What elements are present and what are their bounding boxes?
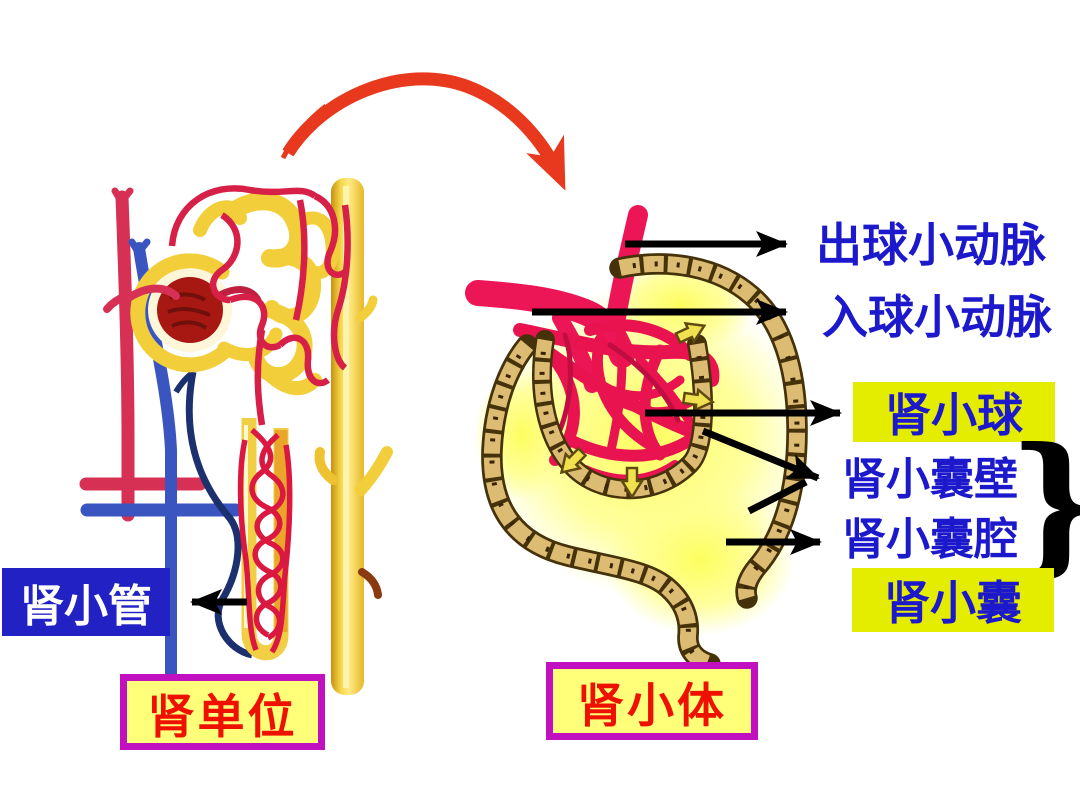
renal-artery [79,187,207,522]
capsule-wall-arrow [701,427,820,482]
label-capsule: 肾小囊 [852,568,1054,632]
label-efferent-arteriole: 出球小动脉 [816,219,1046,271]
curved-arrow-icon [280,72,566,191]
annotation-arrows [190,231,842,615]
caption-renal-corpuscle: 肾小体 [546,662,758,740]
convoluted-tubules [193,192,339,396]
capsule-outer-wall [481,253,808,675]
nephron-glomerulus [126,253,283,373]
renal-corpuscle-illustration [465,205,813,675]
nephron-illustration [79,178,393,695]
label-capsule-cavity: 肾小囊腔 [842,515,1018,564]
capsule-wall-arrow-tail [747,478,808,515]
peritubular-capillaries [168,185,351,426]
label-renal-tubule: 肾小管 [2,568,170,636]
label-afferent-arteriole: 入球小动脉 [822,291,1052,343]
loop-of-henle [237,418,293,661]
caption-nephron: 肾单位 [120,674,325,750]
wall-cavity-brace: } [1008,428,1080,577]
label-glomerulus: 肾小球 [853,382,1055,442]
label-capsule-wall: 肾小囊壁 [842,455,1018,504]
